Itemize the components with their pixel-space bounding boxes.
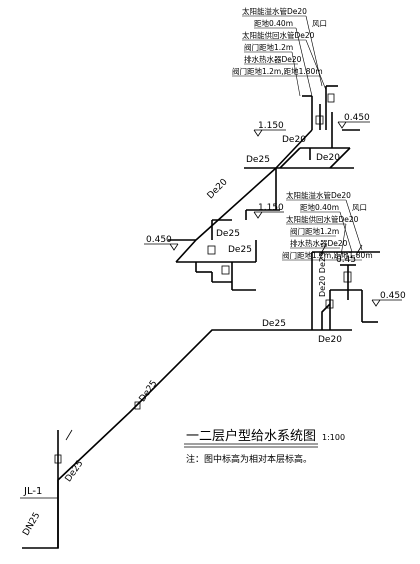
callout-text: 太阳能溢水管De20 (286, 190, 351, 200)
elevation-label: 1.150 (258, 121, 284, 131)
upper-branch-group: De25 De20 De20 1.150 0.450 (244, 85, 370, 169)
elevation-label: 0.450 (344, 113, 370, 123)
pipe-size-label: De20 (282, 135, 306, 145)
elevation-label: 1.150 (258, 203, 284, 213)
callout-text: 排水热水器De20 (244, 54, 302, 64)
pipe-size-label: De25 (262, 319, 286, 329)
pipe-size-label: De20 (318, 335, 342, 345)
pipe-size-label: De25 (228, 245, 252, 255)
lower-callout-block: 太阳能溢水管De20 距地0.40m 太阳能供回水管De20 阀门距地1.2m … (282, 190, 373, 263)
callout-text: 距地0.40m (254, 18, 293, 28)
elevation-label: 0.450 (380, 291, 406, 301)
callout-text: 太阳能溢水管De20 (242, 6, 307, 16)
callout-text: 排水热水器De20 (290, 238, 348, 248)
pipe-size-label: De20 De25 (318, 252, 327, 297)
pipe-size-label: De25 (216, 229, 240, 239)
pipe-size-label: De25 (246, 155, 270, 165)
drawing-title: 一二层户型给水系统图 (186, 428, 316, 444)
pipe-size-label: De20 (206, 177, 230, 201)
outlet-label: 风口 (312, 19, 327, 28)
outlet-label: 风口 (352, 203, 367, 212)
callout-text: 阀门距地1.2m,距地1.80m (282, 250, 373, 260)
callout-text: 阀门距地1.2m (244, 42, 293, 52)
drawing-scale: 1:100 (322, 433, 345, 442)
riser-label: JL-1 (23, 486, 42, 497)
main-supply-pipe (22, 329, 352, 549)
inlet-pipe-label: DN25 (21, 511, 42, 538)
pipe-size-label: De25 (138, 379, 160, 404)
pipe-size-label: De20 (316, 153, 340, 163)
callout-text: 太阳能供回水管De20 (286, 214, 359, 224)
callout-text: 太阳能供回水管De20 (242, 30, 315, 40)
upper-callout-block: 太阳能溢水管De20 距地0.40m 太阳能供回水管De20 阀门距地1.2m … (232, 6, 327, 97)
elevation-label: 0.450 (146, 235, 172, 245)
callout-text: 阀门距地1.2m (290, 226, 339, 236)
callout-text: 阀门距地1.2m,距地1.80m (232, 66, 323, 76)
riser-jl1: JL-1 DN25 (20, 486, 58, 538)
callout-text: 距地0.40m (300, 202, 339, 212)
drawing-note: 注：图中标高为相对本层标高。 (186, 453, 312, 465)
middle-left-branch-group: De20 De25 De25 0.450 1.150 (144, 167, 284, 291)
drawing-title-block: 一二层户型给水系统图 1:100 注：图中标高为相对本层标高。 (184, 428, 345, 465)
